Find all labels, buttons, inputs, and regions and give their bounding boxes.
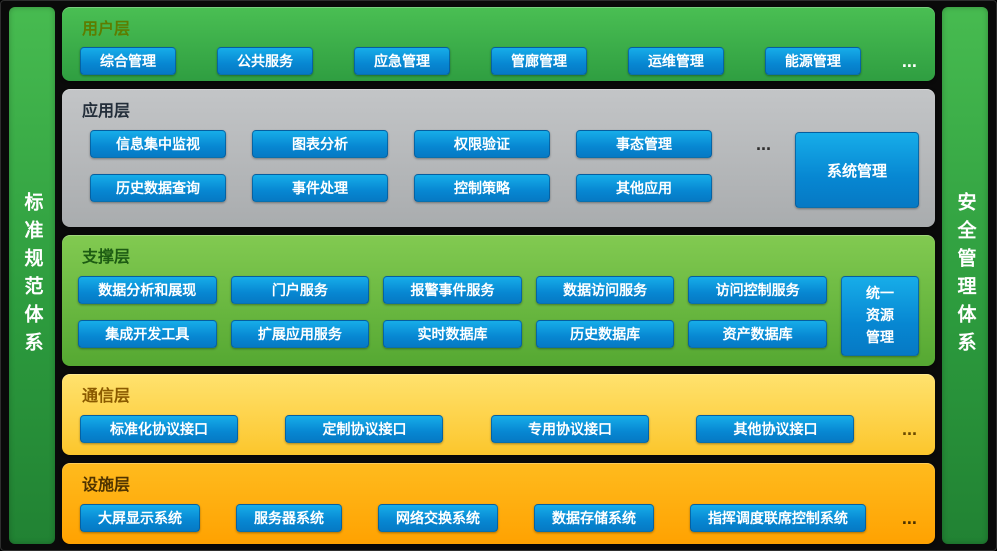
btn-operations-management[interactable]: 运维管理 — [627, 47, 724, 75]
right-security-bar-label: 安全管理体系 — [954, 191, 976, 360]
btn-data-storage-system[interactable]: 数据存储系统 — [533, 504, 654, 532]
layer-user-title: 用户层 — [82, 21, 131, 38]
user-button-row: 综合管理 公共服务 应急管理 管廊管理 运维管理 能源管理 ... — [78, 47, 919, 75]
btn-custom-protocol-interface[interactable]: 定制协议接口 — [285, 415, 444, 443]
communication-button-row: 标准化协议接口 定制协议接口 专用协议接口 其他协议接口 ... — [78, 415, 919, 443]
btn-comprehensive-management[interactable]: 综合管理 — [80, 47, 176, 75]
layer-user: 用户层 综合管理 公共服务 应急管理 管廊管理 运维管理 能源管理 ... — [62, 7, 935, 81]
application-button-grid: 信息集中监视 图表分析 权限验证 事态管理 ... 历史数据查询 事件处理 控制… — [78, 130, 777, 208]
layer-facility: 设施层 大屏显示系统 服务器系统 网络交换系统 数据存储系统 指挥调度联席控制系… — [62, 463, 935, 544]
btn-event-handling[interactable]: 事件处理 — [252, 174, 388, 202]
layer-application: 应用层 信息集中监视 图表分析 权限验证 事态管理 ... 历史数据查询 事件处… — [62, 89, 935, 227]
communication-layer-more-ellipsis: ... — [901, 419, 917, 439]
btn-realtime-database[interactable]: 实时数据库 — [383, 320, 522, 348]
application-button-row-2: 历史数据查询 事件处理 控制策略 其他应用 — [90, 174, 777, 202]
btn-chart-analysis[interactable]: 图表分析 — [252, 130, 388, 158]
btn-public-service[interactable]: 公共服务 — [216, 47, 313, 75]
btn-extended-app-service[interactable]: 扩展应用服务 — [230, 320, 370, 348]
btn-large-screen-display-system[interactable]: 大屏显示系统 — [80, 504, 200, 532]
btn-energy-management[interactable]: 能源管理 — [764, 47, 861, 75]
application-layer-more-ellipsis: ... — [756, 134, 772, 154]
btn-standardized-protocol-interface[interactable]: 标准化协议接口 — [80, 415, 238, 443]
btn-server-system[interactable]: 服务器系统 — [235, 504, 342, 532]
btn-network-switch-system[interactable]: 网络交换系统 — [377, 504, 498, 532]
layer-facility-title: 设施层 — [82, 477, 131, 494]
layer-support: 支撑层 数据分析和展现 门户服务 报警事件服务 数据访问服务 访问控制服务 集成… — [62, 235, 935, 366]
btn-pipe-gallery-management[interactable]: 管廊管理 — [490, 47, 587, 75]
btn-info-central-monitoring[interactable]: 信息集中监视 — [90, 130, 226, 158]
btn-emergency-management[interactable]: 应急管理 — [353, 47, 450, 75]
application-button-row-1: 信息集中监视 图表分析 权限验证 事态管理 ... — [90, 130, 777, 158]
facility-layer-more-ellipsis: ... — [901, 508, 917, 528]
support-content: 数据分析和展现 门户服务 报警事件服务 数据访问服务 访问控制服务 集成开发工具… — [78, 276, 919, 356]
btn-history-data-query[interactable]: 历史数据查询 — [90, 174, 226, 202]
btn-permission-verification[interactable]: 权限验证 — [414, 130, 550, 158]
support-button-row-1: 数据分析和展现 门户服务 报警事件服务 数据访问服务 访问控制服务 — [78, 276, 827, 304]
support-side-area: 统一资源管理 — [827, 276, 919, 356]
layer-support-title: 支撑层 — [82, 249, 131, 266]
btn-access-control-service[interactable]: 访问控制服务 — [688, 276, 827, 304]
left-standards-bar: 标准规范体系 — [9, 7, 55, 544]
btn-alarm-event-service[interactable]: 报警事件服务 — [383, 276, 522, 304]
btn-data-access-service[interactable]: 数据访问服务 — [535, 276, 675, 304]
user-layer-more-ellipsis: ... — [901, 51, 917, 71]
support-button-row-2: 集成开发工具 扩展应用服务 实时数据库 历史数据库 资产数据库 — [78, 320, 827, 348]
btn-integrated-dev-tools[interactable]: 集成开发工具 — [78, 320, 217, 348]
btn-situation-management[interactable]: 事态管理 — [576, 130, 712, 158]
facility-button-row: 大屏显示系统 服务器系统 网络交换系统 数据存储系统 指挥调度联席控制系统 ..… — [78, 504, 919, 532]
btn-other-protocol-interface[interactable]: 其他协议接口 — [696, 415, 855, 443]
support-button-grid: 数据分析和展现 门户服务 报警事件服务 数据访问服务 访问控制服务 集成开发工具… — [78, 276, 827, 356]
btn-command-dispatch-joint-control-system[interactable]: 指挥调度联席控制系统 — [689, 504, 866, 532]
layers-stack: 用户层 综合管理 公共服务 应急管理 管廊管理 运维管理 能源管理 ... 应用… — [62, 7, 935, 544]
btn-other-applications[interactable]: 其他应用 — [576, 174, 712, 202]
left-standards-bar-label: 标准规范体系 — [21, 191, 43, 360]
layer-application-title: 应用层 — [82, 103, 131, 120]
btn-portal-service[interactable]: 门户服务 — [230, 276, 370, 304]
application-side-area: 系统管理 — [777, 130, 919, 208]
layer-communication: 通信层 标准化协议接口 定制协议接口 专用协议接口 其他协议接口 ... — [62, 374, 935, 455]
btn-asset-database[interactable]: 资产数据库 — [688, 320, 827, 348]
btn-history-database[interactable]: 历史数据库 — [535, 320, 675, 348]
btn-system-management[interactable]: 系统管理 — [795, 132, 919, 208]
btn-control-strategy[interactable]: 控制策略 — [414, 174, 550, 202]
right-security-bar: 安全管理体系 — [942, 7, 988, 544]
btn-dedicated-protocol-interface[interactable]: 专用协议接口 — [490, 415, 649, 443]
layer-communication-title: 通信层 — [82, 388, 131, 405]
btn-data-analysis-presentation[interactable]: 数据分析和展现 — [78, 276, 217, 304]
btn-unified-resource-management[interactable]: 统一资源管理 — [841, 276, 919, 356]
application-content: 信息集中监视 图表分析 权限验证 事态管理 ... 历史数据查询 事件处理 控制… — [78, 130, 919, 208]
